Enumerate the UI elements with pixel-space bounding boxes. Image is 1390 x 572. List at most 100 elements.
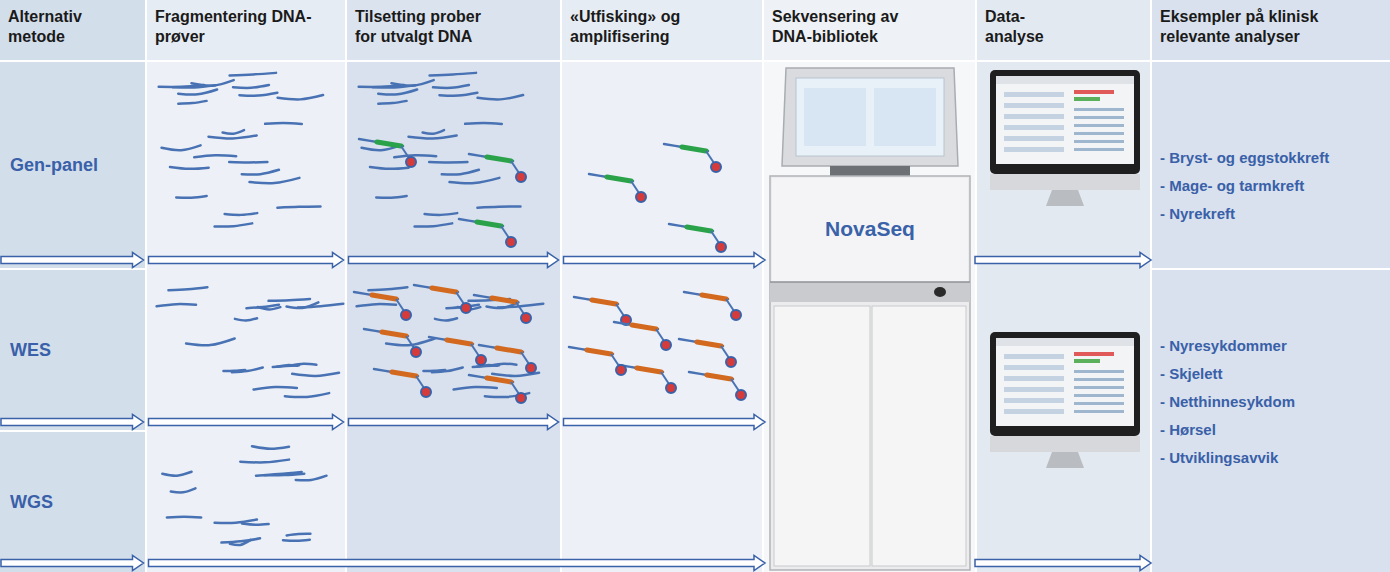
column-ground <box>147 62 345 572</box>
dna-fragment <box>430 73 476 76</box>
dna-fragment <box>569 347 613 354</box>
capture-bead <box>731 310 741 320</box>
capture-bead <box>401 310 411 320</box>
probe <box>477 222 501 226</box>
dna-fragment <box>176 196 206 198</box>
probe <box>637 368 661 372</box>
screen-bar <box>996 76 1134 84</box>
method-name: Gen-panel <box>10 155 98 176</box>
examples-box: - Nyresykdommer- Skjelett- Netthinnesykd… <box>1152 270 1390 572</box>
method-name: WES <box>10 340 51 361</box>
example-item: - Nyresykdommer <box>1160 332 1390 360</box>
dna-fragment <box>664 144 708 151</box>
capture-bead <box>716 242 726 252</box>
cell-ground <box>0 0 145 60</box>
example-item: - Skjelett <box>1160 360 1390 388</box>
probe <box>707 375 731 379</box>
machine-band <box>770 282 970 302</box>
dna-fragment <box>240 460 289 463</box>
dna-fragment <box>242 170 279 175</box>
dna-fragment <box>269 299 310 301</box>
header-cell: «Utfisking» og amplifisering <box>562 0 762 60</box>
dna-fragment <box>178 101 206 104</box>
probe-linker <box>706 151 714 163</box>
screen-row <box>1004 114 1064 119</box>
screen-row <box>1074 410 1124 413</box>
screen-row <box>1074 108 1124 111</box>
dna-fragment <box>433 85 469 88</box>
probe-linker <box>616 304 624 316</box>
machine-knob <box>934 287 946 297</box>
dna-fragment <box>167 515 201 518</box>
dna-fragment <box>429 161 467 164</box>
examples-box: - Bryst- og eggstokkreft- Mage- og tarmk… <box>1152 62 1390 268</box>
capture-bead <box>616 365 626 375</box>
header-text: Sekvensering av DNA-bibliotek <box>772 7 922 47</box>
cell-ground <box>0 270 145 430</box>
header-text: Data-analyse <box>985 7 1060 47</box>
dna-fragment <box>171 488 196 492</box>
dna-fragment <box>368 287 407 290</box>
monitor-chin <box>990 174 1140 190</box>
machine-body <box>770 176 970 570</box>
screen-mark <box>1074 352 1114 356</box>
dna-fragment <box>465 122 502 125</box>
probe-linker <box>396 299 404 311</box>
monitor-chin <box>990 436 1140 452</box>
probe <box>432 288 456 292</box>
dna-fragment <box>376 196 406 198</box>
probe <box>487 157 511 161</box>
dna-fragment <box>574 297 618 304</box>
dna-fragment <box>229 161 267 164</box>
dna-fragment <box>254 387 297 390</box>
machine-band-edge <box>770 281 970 283</box>
dna-fragment <box>221 538 260 542</box>
flow-arrow <box>1 415 765 430</box>
cell-ground <box>1152 62 1390 268</box>
screen-row <box>1074 394 1124 397</box>
probe-linker <box>611 354 619 366</box>
screen-row <box>1074 378 1124 381</box>
dna-fragment <box>283 540 310 541</box>
cell-ground <box>977 0 1150 60</box>
dna-fragment <box>423 130 444 134</box>
screen-row <box>1004 92 1064 97</box>
column-ground <box>764 62 975 572</box>
example-item: - Nyrekreft <box>1160 200 1390 228</box>
dna-fragment <box>354 292 398 299</box>
screen-row <box>1004 387 1064 392</box>
example-item: - Mage- og tarmkreft <box>1160 172 1390 200</box>
probe-linker <box>656 329 664 341</box>
dna-fragment <box>162 145 201 150</box>
probe-linker <box>511 382 519 394</box>
dna-fragment <box>378 89 417 94</box>
probe-linker <box>406 336 414 348</box>
cell-ground <box>347 0 560 60</box>
probe-linker <box>631 181 639 193</box>
dna-fragment <box>450 178 500 183</box>
monitor-frame <box>990 70 1140 174</box>
dna-fragment <box>454 387 497 390</box>
dna-fragment <box>239 93 277 96</box>
machine-upper-panel <box>772 178 968 282</box>
screen-row <box>1074 116 1124 119</box>
dna-fragment <box>469 375 513 382</box>
dna-fragment <box>477 206 520 207</box>
flow-arrow <box>1 556 765 571</box>
probe <box>592 300 616 304</box>
header-text: Fragmentering DNA-prøver <box>155 7 337 47</box>
monitor-screen <box>996 76 1134 164</box>
machine-screen <box>796 78 944 156</box>
flow-arrow <box>975 253 1151 268</box>
dna-fragment <box>223 130 244 134</box>
dna-fragment <box>273 365 300 367</box>
dna-fragment <box>186 339 235 346</box>
probe <box>382 332 406 336</box>
machine-neck <box>830 166 910 176</box>
dna-fragment <box>170 167 209 169</box>
dna-fragment <box>256 472 302 476</box>
dna-fragment <box>469 154 513 161</box>
capture-bead <box>666 383 676 393</box>
